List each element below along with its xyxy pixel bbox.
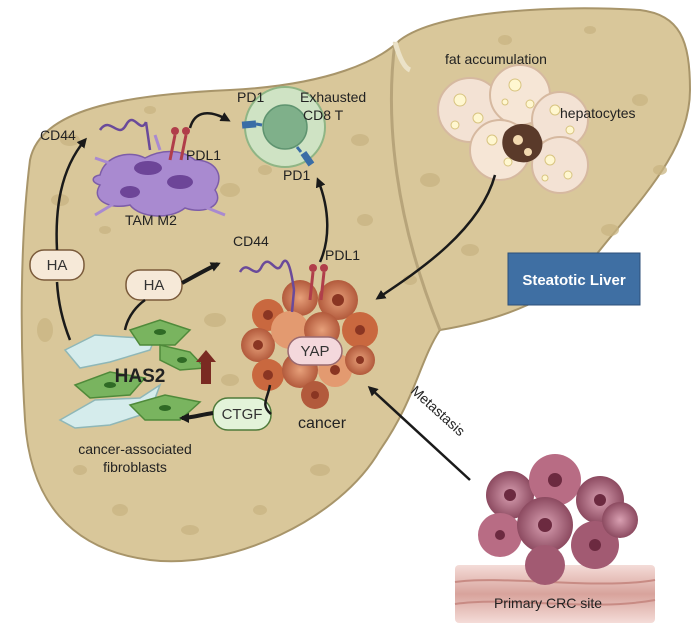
svg-text:CTGF: CTGF <box>222 406 263 423</box>
cd44-receptor-tam <box>98 118 152 151</box>
ha-pill-mid: HA <box>125 269 183 301</box>
svg-text:HA: HA <box>144 277 165 294</box>
arrow-ha-to-cd44-tam <box>55 137 87 251</box>
arrow-ha-to-cd44-tumor <box>181 262 221 285</box>
label-primary-crc-site: Primary CRC site <box>494 595 602 611</box>
label-pd1-top: PD1 <box>237 89 264 105</box>
arrow-pdl1-to-pd1 <box>315 177 329 263</box>
label-pd1-mid: PD1 <box>283 167 310 183</box>
label-fat-accumulation: fat accumulation <box>445 51 547 67</box>
svg-text:YAP: YAP <box>301 343 330 360</box>
pd1-receptor-top <box>241 120 263 129</box>
has2-label: HAS2 <box>115 366 166 387</box>
arrow-tam-to-pd1 <box>188 112 231 129</box>
has2-up-arrow <box>196 350 216 384</box>
label-cd44-top: CD44 <box>40 127 76 143</box>
yap-label: YAP <box>287 336 343 366</box>
arrow-metastasis <box>367 385 471 481</box>
pdl1-receptor-tam <box>168 127 190 161</box>
svg-text:Steatotic Liver: Steatotic Liver <box>522 272 626 289</box>
line-caf-to-ha-left <box>55 281 72 341</box>
primary-crc-tumor <box>478 454 638 585</box>
arrow-ctgf-to-caf <box>179 411 214 423</box>
label-caf-line2: fibroblasts <box>103 459 167 475</box>
label-pdl1-top: PDL1 <box>186 147 221 163</box>
label-hepatocytes: hepatocytes <box>560 105 636 121</box>
label-cd44-mid: CD44 <box>233 233 269 249</box>
label-tam-m2: TAM M2 <box>125 212 177 228</box>
label-cancer: cancer <box>298 415 347 432</box>
line-caf-to-ha-mid <box>123 298 146 331</box>
label-pdl1-mid: PDL1 <box>325 247 360 263</box>
arrows <box>55 112 497 481</box>
exhausted-cd8-t-cell <box>244 86 326 168</box>
pdl1-receptor-tumor <box>308 264 328 301</box>
steatotic-liver-box: Steatotic Liver <box>507 252 641 306</box>
label-caf-line1: cancer-associated <box>78 441 192 457</box>
cd44-receptor-tumor <box>238 259 296 313</box>
pd1-receptor-bottom <box>295 146 315 167</box>
ha-pill-left: HA <box>29 249 85 281</box>
line-tumor-to-ctgf <box>264 384 272 415</box>
ctgf-pill: CTGF <box>212 397 272 431</box>
steatotic-hepatocytes <box>437 64 589 194</box>
label-exhausted: Exhausted <box>300 89 366 105</box>
svg-text:HA: HA <box>47 257 68 274</box>
arrow-steatosis-to-tumor <box>375 174 497 300</box>
label-cd8-t: CD8 T <box>303 107 344 123</box>
tam-m2-cells <box>92 134 226 217</box>
